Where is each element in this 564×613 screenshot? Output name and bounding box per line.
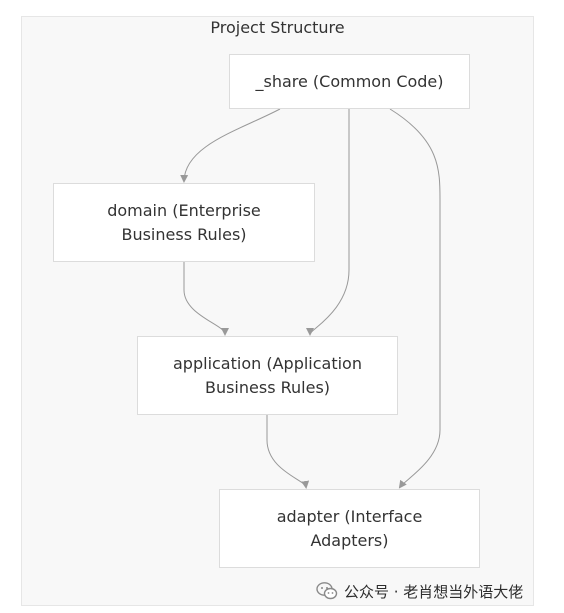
edge-share-to-application	[306, 109, 350, 336]
node-share: _share (Common Code)	[229, 54, 470, 109]
node-application-label-line1: application (Application	[173, 353, 362, 373]
node-domain: domain (Enterprise Business Rules)	[53, 183, 315, 262]
node-application-label-line2: Business Rules)	[204, 377, 331, 397]
wechat-icon	[316, 582, 338, 600]
node-adapter: adapter (Interface Adapters)	[219, 489, 480, 568]
node-share-label: _share (Common Code)	[255, 71, 444, 91]
watermark-text: 公众号 · 老肖想当外语大佬	[344, 582, 524, 601]
node-adapter-label-line1: adapter (Interface	[276, 506, 423, 526]
edge-share-to-domain	[180, 108, 281, 183]
node-adapter-label-line2: Adapters)	[310, 530, 389, 550]
diagram-title: Project Structure	[210, 18, 345, 37]
node-domain-label-line1: domain (Enterprise	[107, 200, 261, 220]
node-domain-label-line2: Business Rules)	[121, 224, 247, 244]
edge-domain-to-application	[183, 262, 229, 336]
node-application: application (Application Business Rules)	[137, 336, 398, 415]
watermark: 公众号 · 老肖想当外语大佬	[316, 578, 523, 604]
edge-share-to-adapter	[389, 108, 441, 489]
edge-application-to-adapter	[266, 415, 310, 489]
